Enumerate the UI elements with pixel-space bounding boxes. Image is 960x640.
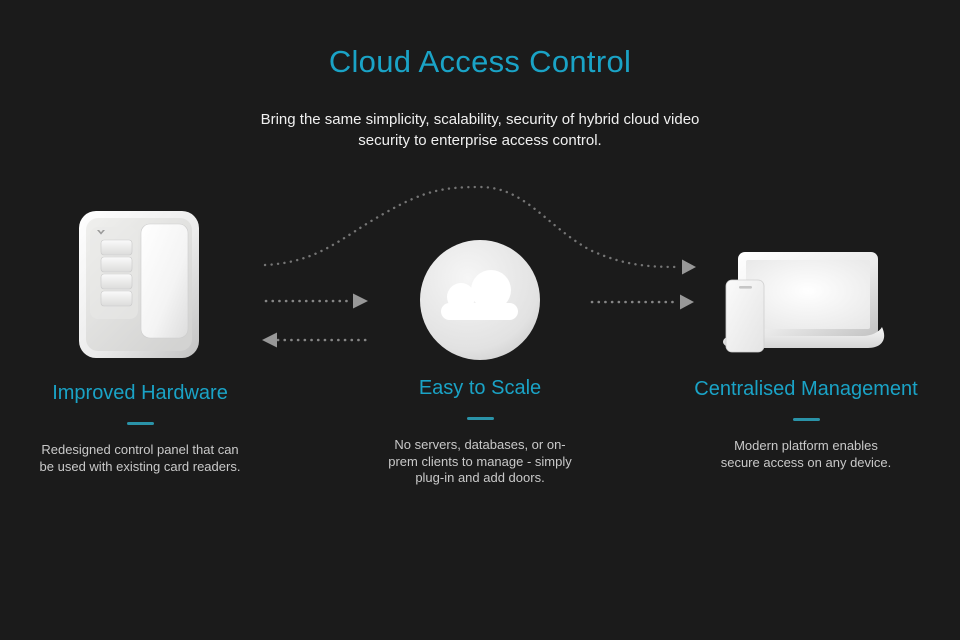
right-arrowhead-icon bbox=[353, 293, 368, 309]
right-arrowhead-icon-2 bbox=[680, 294, 694, 310]
page-title: Cloud Access Control bbox=[328, 44, 632, 79]
dotted-arc-right-arrow-icon bbox=[263, 185, 682, 269]
column-heading: Improved Hardware bbox=[52, 382, 228, 404]
teal-divider bbox=[792, 418, 820, 421]
laptop-screen bbox=[746, 260, 870, 329]
left-arrowhead-icon bbox=[262, 332, 277, 348]
column-centralised-management: Centralised Management Modern platform e… bbox=[686, 376, 926, 471]
phone-speaker bbox=[739, 286, 752, 289]
panel-reader-slot bbox=[140, 223, 189, 339]
column-heading: Centralised Management bbox=[694, 378, 918, 400]
phone bbox=[725, 279, 765, 353]
column-description: Redesigned control panel that can be use… bbox=[39, 442, 241, 474]
panel-buttons bbox=[100, 239, 133, 307]
arc-arrowhead-icon bbox=[682, 259, 696, 275]
column-heading: Easy to Scale bbox=[418, 377, 542, 399]
access-control-panel-icon bbox=[79, 211, 199, 358]
column-improved-hardware: Improved Hardware Redesigned control pan… bbox=[20, 380, 260, 475]
devices-icon bbox=[723, 252, 885, 353]
column-description: No servers, databases, or on-prem client… bbox=[388, 437, 572, 485]
cloud-shape bbox=[441, 270, 518, 320]
column-description: Modern platform enables secure access on… bbox=[720, 438, 892, 470]
column-easy-to-scale: Easy to Scale No servers, databases, or … bbox=[360, 375, 600, 487]
teal-divider bbox=[126, 422, 154, 425]
page-subtitle: Bring the same simplicity, scalability, … bbox=[260, 111, 700, 149]
teal-divider bbox=[466, 417, 494, 420]
flow-arrows bbox=[262, 185, 696, 348]
cloud-icon bbox=[420, 240, 540, 360]
